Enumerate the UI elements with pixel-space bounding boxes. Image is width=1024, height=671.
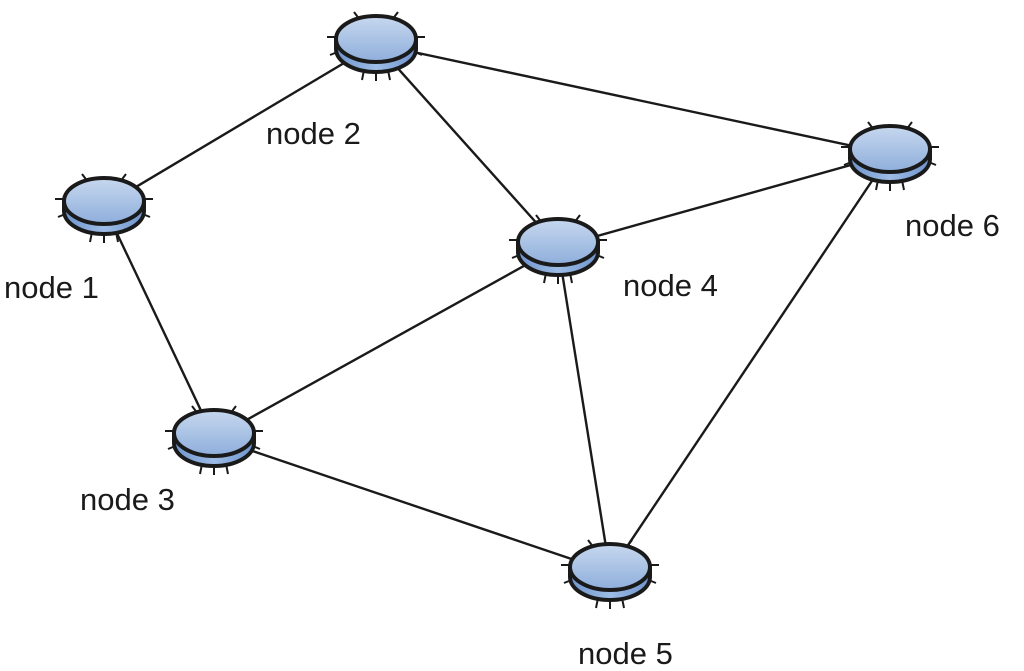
edge-n1-n3 [102,205,216,439]
node-1 [55,173,153,243]
node-label-4: node 4 [623,268,718,303]
edge-n2-n4 [375,43,559,248]
node-4 [509,214,607,284]
edge-n3-n4 [213,245,559,440]
node-labels: node 1 node 2 node 3 node 4 node 5 node … [4,116,1000,671]
edge-n4-n6 [557,152,891,249]
node-3 [165,405,263,475]
edge-n1-n2 [103,42,377,208]
node-label-5: node 5 [578,636,673,671]
node-2 [327,11,425,81]
nodes [55,11,939,609]
node-6 [841,121,939,191]
node-label-6: node 6 [905,208,1000,243]
edges [102,42,891,574]
edge-n3-n5 [213,436,611,574]
edge-n5-n6 [609,153,891,573]
edge-n2-n6 [375,42,891,156]
edge-n4-n5 [556,246,612,573]
node-label-2: node 2 [266,116,361,151]
node-label-3: node 3 [80,482,175,517]
node-5 [561,539,659,609]
node-label-1: node 1 [4,270,99,305]
